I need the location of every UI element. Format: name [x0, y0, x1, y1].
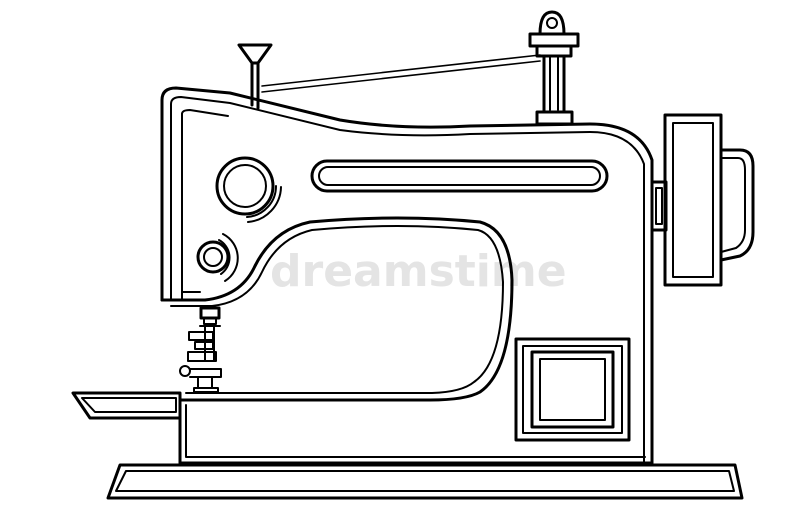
tension-dial-small: [196, 233, 239, 282]
machine-bed: [71, 391, 652, 465]
top-slot-window: [310, 159, 609, 193]
spool-pin-right: [528, 10, 580, 126]
watermark-text: dreamstime: [270, 246, 567, 297]
machine-body: [160, 86, 654, 465]
handwheel: [650, 113, 755, 287]
spool-pin-left: [237, 43, 273, 110]
thread-line: [261, 54, 541, 93]
machine-base: [106, 463, 744, 500]
front-panel-plate: [514, 337, 631, 442]
tension-dial-large: [215, 156, 282, 223]
needle-assembly: [179, 306, 222, 393]
